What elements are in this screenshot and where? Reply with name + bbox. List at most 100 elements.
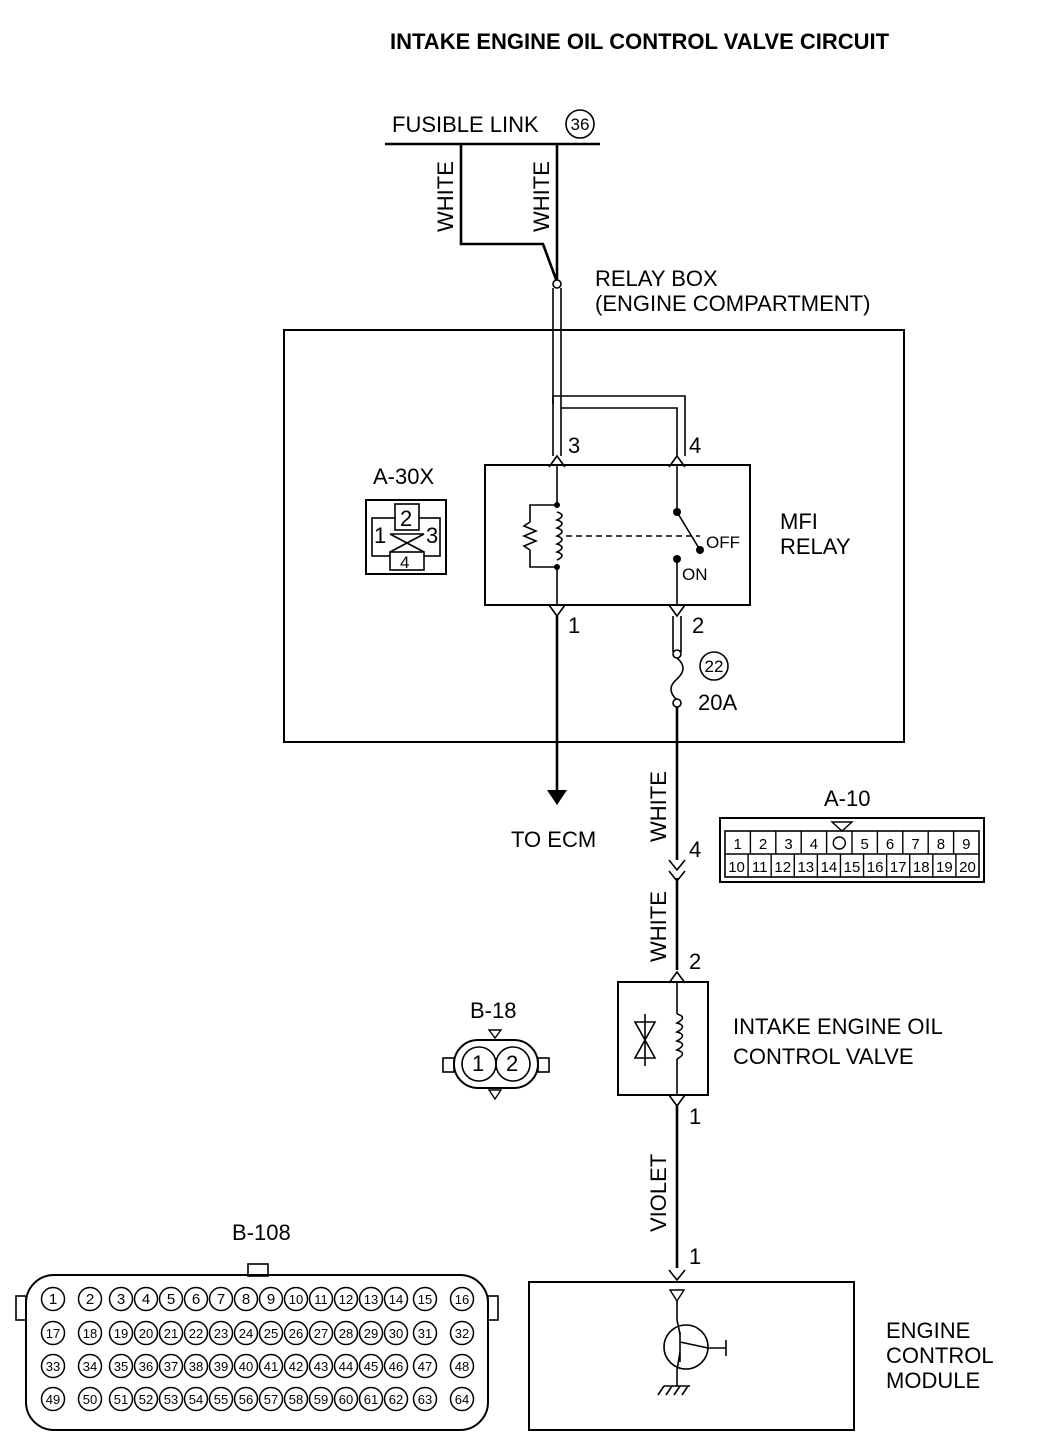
b108-pin-circle (283, 1320, 309, 1346)
wire-label-white-4: WHITE (646, 891, 671, 962)
b108-pin: 48 (455, 1359, 469, 1374)
relay-pin-3: 3 (568, 433, 580, 458)
b108-pin: 59 (314, 1392, 328, 1407)
fusible-link-label: FUSIBLE LINK (392, 112, 539, 137)
relay-pin-1: 1 (568, 613, 580, 638)
switch-off-label: OFF (706, 533, 740, 552)
b108-pin-circle (358, 1386, 384, 1412)
a10-key-circle (832, 836, 846, 850)
b108-pin-circle (333, 1286, 359, 1312)
ecm-transistor (657, 1289, 727, 1396)
a10-id: A-10 (824, 786, 870, 811)
diagram-title: INTAKE ENGINE OIL CONTROL VALVE CIRCUIT (390, 29, 890, 54)
b108-pin-circle (383, 1320, 409, 1346)
ecm-box (528, 1281, 855, 1431)
b108-pin: 58 (289, 1392, 303, 1407)
b18-pin-2: 2 (506, 1051, 518, 1076)
b108-pin-circle (412, 1353, 438, 1379)
b108-pin-circle (383, 1286, 409, 1312)
b108-pin-circle (449, 1286, 475, 1312)
splice-point (552, 279, 562, 289)
b108-pin: 63 (418, 1392, 432, 1407)
b108-pin-circle (183, 1353, 209, 1379)
b108-pin-circle (258, 1286, 284, 1312)
b108-pin-circle (77, 1320, 103, 1346)
a10-pin: 1 (734, 836, 742, 853)
b108-pin: 60 (339, 1392, 353, 1407)
b108-pin: 25 (264, 1326, 278, 1341)
b108-pin: 26 (289, 1326, 303, 1341)
b108-pin: 2 (86, 1291, 94, 1308)
a10-pin: 7 (911, 836, 919, 853)
a10-pin-label: 4 (689, 837, 701, 862)
ecm-label-3: MODULE (886, 1368, 980, 1393)
relay-coil (521, 465, 700, 605)
relay-box-sublabel: (ENGINE COMPARTMENT) (595, 291, 870, 316)
b108-pin: 36 (139, 1359, 153, 1374)
a10-pin: 8 (937, 836, 945, 853)
b108-pin-circle (258, 1320, 284, 1346)
b108-pin: 27 (314, 1326, 328, 1341)
wire-label-white-1: WHITE (433, 161, 458, 232)
b108-pin: 61 (364, 1392, 378, 1407)
b108-pin-circle (308, 1320, 334, 1346)
b108-pin: 52 (139, 1392, 153, 1407)
ecm-label-2: CONTROL (886, 1343, 994, 1368)
b108-pin: 29 (364, 1326, 378, 1341)
b108-pin: 18 (83, 1326, 97, 1341)
b108-pin-circle (383, 1386, 409, 1412)
b108-pin-circle (412, 1320, 438, 1346)
b108-pin: 33 (46, 1359, 60, 1374)
b108-pin-circle (412, 1386, 438, 1412)
b108-pin: 49 (46, 1392, 60, 1407)
b108-pin-circle (258, 1353, 284, 1379)
b108-pin: 20 (139, 1326, 153, 1341)
valve-label-2: CONTROL VALVE (733, 1044, 914, 1069)
b108-pin: 15 (418, 1292, 432, 1307)
b108-pin-circle (40, 1353, 66, 1379)
wire-label-white-3: WHITE (646, 771, 671, 842)
b108-pin-circle (358, 1286, 384, 1312)
b108-pin-circle (40, 1286, 66, 1312)
wire-white-left (459, 144, 559, 283)
b108-pin: 53 (164, 1392, 178, 1407)
fusible-link-number: 36 (571, 115, 590, 134)
b108-pin-circle (77, 1286, 103, 1312)
b108-pin-circle (108, 1353, 134, 1379)
a10-pin: 20 (959, 859, 976, 876)
b108-pin-circle (283, 1286, 309, 1312)
b108-pin-circle (233, 1353, 259, 1379)
b108-pin: 6 (192, 1291, 200, 1308)
b108-pin: 51 (114, 1392, 128, 1407)
a30x-pin-4: 4 (400, 553, 409, 572)
a10-pin: 13 (797, 859, 814, 876)
valve-label: INTAKE ENGINE OIL (733, 1014, 943, 1039)
b108-pin-circle (412, 1286, 438, 1312)
b108-pin: 47 (418, 1359, 432, 1374)
b108-pin-circle (183, 1320, 209, 1346)
valve-box (617, 981, 709, 1096)
b108-pin-circle (208, 1386, 234, 1412)
a10-pin: 11 (752, 859, 768, 876)
b108-pin-circle (258, 1386, 284, 1412)
b108-pin: 5 (167, 1291, 175, 1308)
b108-pin: 39 (214, 1359, 228, 1374)
b108-pin-circle (133, 1286, 159, 1312)
b108-pin: 24 (239, 1326, 253, 1341)
b108-pin-circle (208, 1320, 234, 1346)
a10-pin: 9 (962, 836, 970, 853)
b108-pin-circle (158, 1286, 184, 1312)
mfi-relay-label-2: RELAY (780, 534, 851, 559)
ecm-label: ENGINE (886, 1318, 970, 1343)
b108-pin: 22 (189, 1326, 203, 1341)
b108-pin: 32 (455, 1326, 469, 1341)
b108-pin: 17 (46, 1326, 60, 1341)
relay-pin-4: 4 (689, 433, 701, 458)
b108-pin: 54 (189, 1392, 203, 1407)
a10-pin: 6 (886, 836, 894, 853)
connector-a30x: 1 2 3 4 (365, 499, 447, 575)
b108-pin: 55 (214, 1392, 228, 1407)
switch-on-label: ON (682, 565, 708, 584)
b18-id: B-18 (470, 998, 516, 1023)
